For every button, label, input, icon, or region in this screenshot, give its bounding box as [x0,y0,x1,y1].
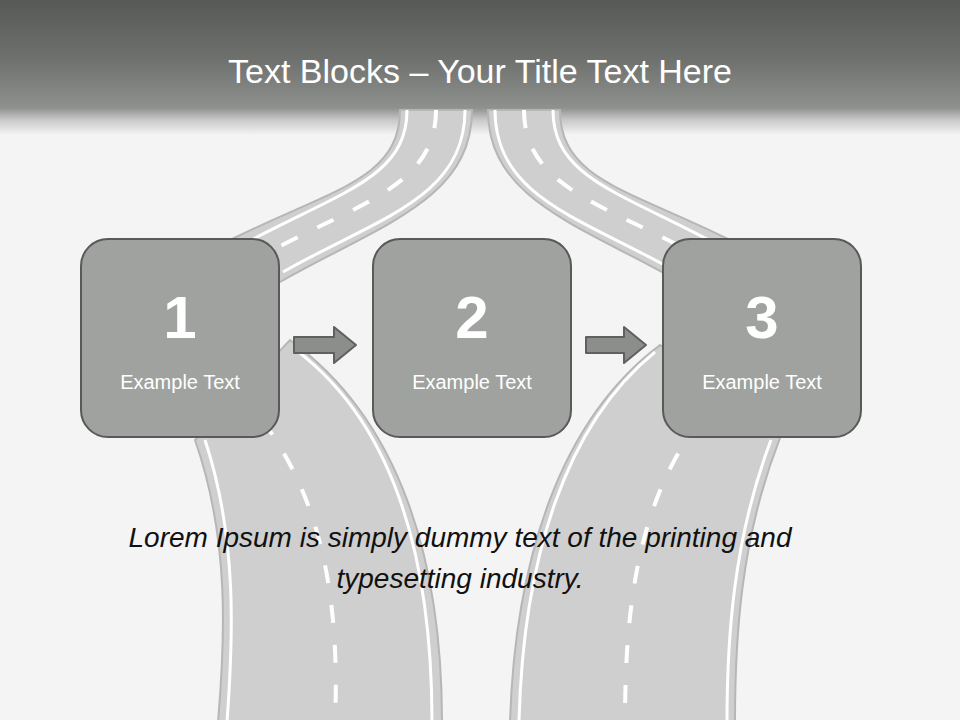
text-block-box: 3Example Text [662,238,862,438]
step-text: Example Text [120,370,240,394]
step-number: 1 [163,288,196,348]
step-text: Example Text [702,370,822,394]
step-number: 2 [455,288,488,348]
step-number: 3 [745,288,778,348]
text-block-box: 2Example Text [372,238,572,438]
text-block-box: 1Example Text [80,238,280,438]
caption-text: Lorem Ipsum is simply dummy text of the … [95,518,825,599]
slide-title: Text Blocks – Your Title Text Here [0,52,960,91]
block-arrow [294,327,356,363]
step-text: Example Text [412,370,532,394]
block-arrow [586,327,646,363]
